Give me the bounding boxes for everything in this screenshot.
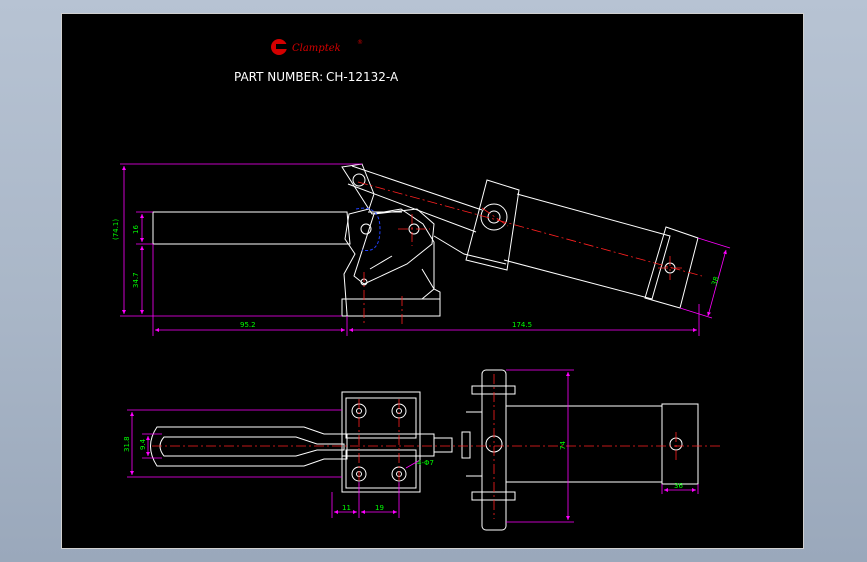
top-dim-text: 31.8 9.4 4-Φ7 11 19 74 36 [123, 436, 683, 512]
pivot-top [352, 173, 366, 187]
cylinder-body-top [505, 405, 663, 483]
cylinder-link [433, 235, 507, 265]
dim-cylinder-length: 174.5 [512, 321, 532, 329]
side-dimensions [120, 163, 731, 336]
dim-handle-width-outer: 31.8 [123, 436, 131, 452]
cad-viewport[interactable]: Clamptek ® PART NUMBER: CH-12132-A [61, 13, 804, 549]
side-dim-text: (74.1) 16 34.7 95.2 174.5 38 [112, 219, 721, 329]
cylinder-pivot-outer [480, 203, 508, 231]
dim-hole-offset: 11 [342, 504, 351, 512]
logo-brand: Clamptek [292, 43, 341, 54]
handle-grip [150, 426, 348, 467]
top-centerlines [152, 374, 722, 519]
clamp-lever [353, 208, 435, 285]
pivot-link [368, 211, 402, 270]
side-view [152, 163, 699, 317]
dim-handle-length: 95.2 [240, 321, 256, 329]
cylinder-cap-top [661, 403, 699, 485]
top-view [150, 369, 699, 531]
rod [461, 431, 471, 459]
dim-arm-thickness: 16 [132, 225, 140, 234]
company-logo: Clamptek ® [271, 39, 363, 55]
logo-registered-mark: ® [357, 39, 363, 46]
cylinder-head [465, 179, 520, 271]
side-centerlines [357, 181, 703, 326]
handle-bar [152, 211, 351, 245]
cylinder-body [503, 193, 671, 300]
part-number-value: CH-12132-A [326, 70, 399, 84]
top-dimensions [127, 369, 699, 523]
dim-overall-height: (74.1) [112, 219, 120, 240]
dim-rod-width: 36 [674, 482, 683, 490]
pivot-mid [360, 223, 372, 235]
cylinder-pivot-inner [487, 210, 501, 224]
dim-hole-spacing: 19 [375, 504, 384, 512]
clamp-base [341, 298, 441, 317]
dim-overall-width: 74 [559, 441, 567, 450]
dim-hole-diameter: 4-Φ7 [417, 459, 434, 467]
dim-handle-width-inner: 9.4 [139, 438, 147, 450]
hidden-arc [355, 207, 381, 252]
dim-lower-height: 34.7 [132, 272, 140, 288]
part-number-label: PART NUMBER: [234, 70, 323, 84]
link-arm [347, 165, 483, 233]
dim-cylinder-diameter: 38 [710, 276, 720, 287]
clamp-body [341, 163, 441, 317]
